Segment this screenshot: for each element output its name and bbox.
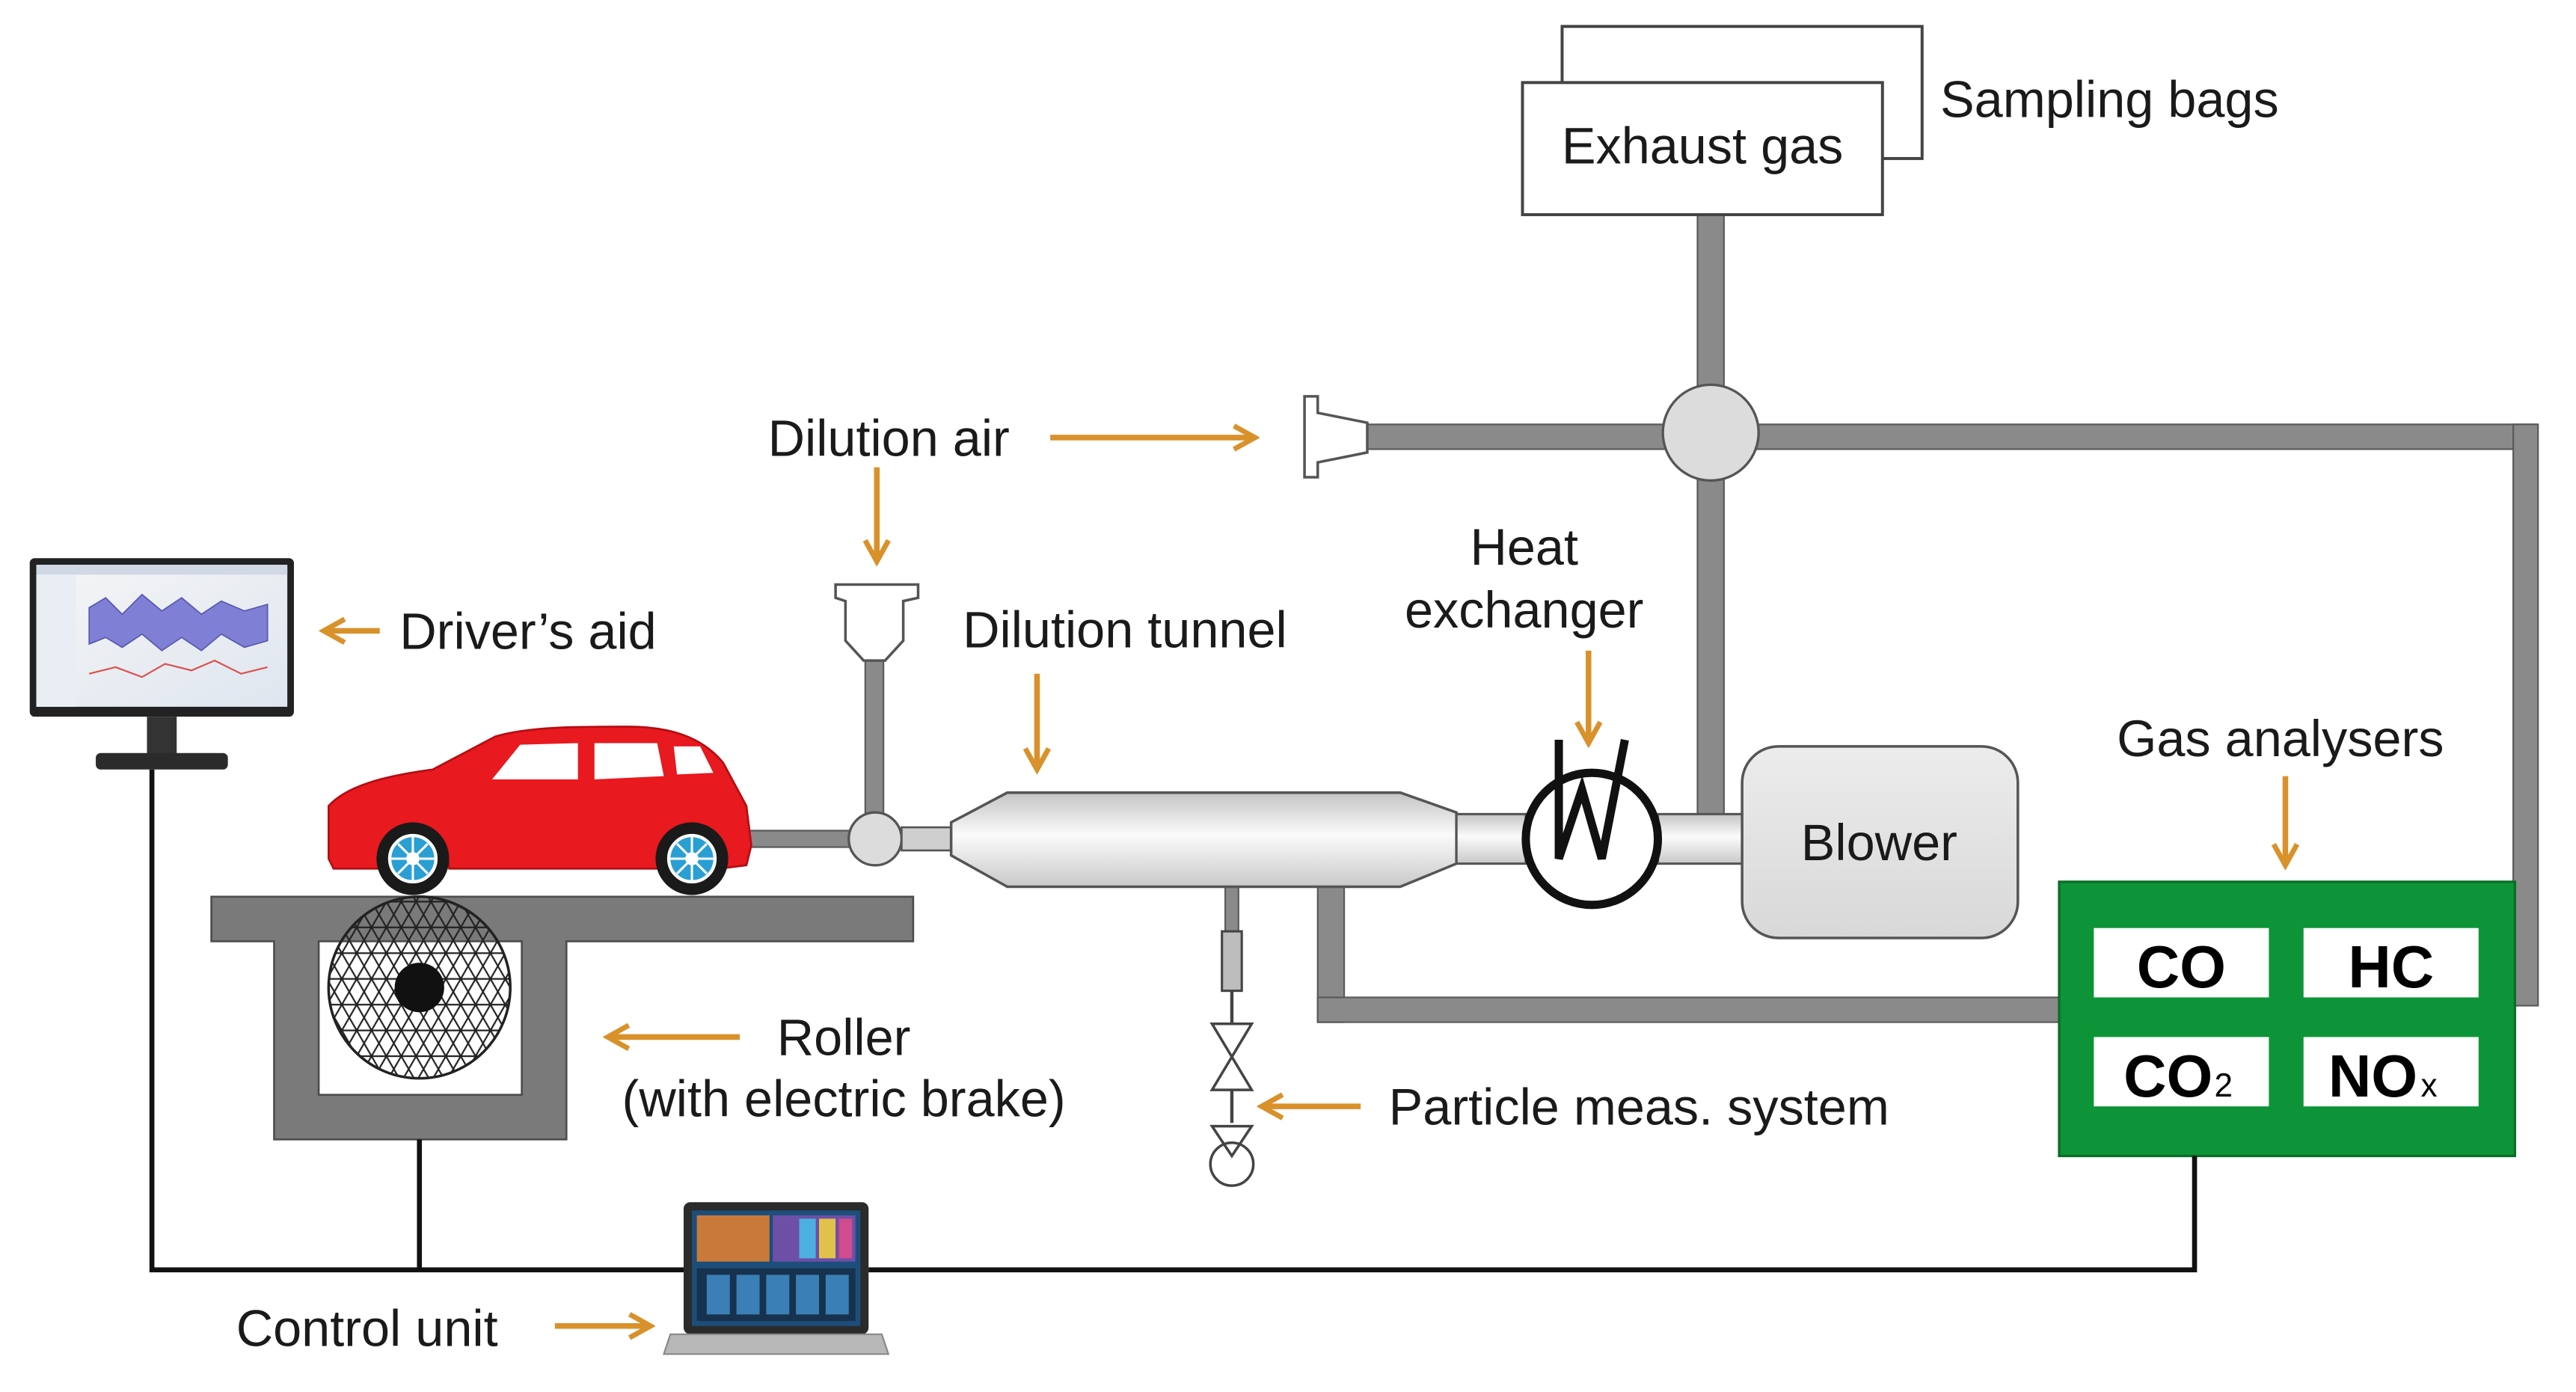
heat-exchanger-coil-icon xyxy=(1554,738,1629,860)
heat-exchanger xyxy=(1521,738,1745,910)
pipe-network xyxy=(745,213,2539,1023)
annotation-arrows xyxy=(324,438,2286,1326)
roller-label-1: Roller xyxy=(777,1009,911,1067)
car-window-front xyxy=(491,743,578,780)
car-window-rear xyxy=(594,743,664,780)
sample-pipe-right xyxy=(2512,423,2539,1007)
nox-main: NO xyxy=(2328,1043,2417,1109)
signal-wires xyxy=(149,769,2198,1273)
monitor-wire xyxy=(149,769,684,1273)
blower-label: Blower xyxy=(1801,814,1957,871)
tunnel-body xyxy=(949,791,1458,889)
dilution-tunnel xyxy=(901,791,1527,889)
co2-main: CO xyxy=(2123,1043,2212,1109)
bag-pipe-down xyxy=(1696,467,1725,817)
dilution-air-label: Dilution air xyxy=(768,409,1010,467)
drivers-aid-label: Driver’s aid xyxy=(399,603,656,660)
dilution-air-inlet-right xyxy=(1303,395,1369,479)
heat-exchanger-label-1: Heat xyxy=(1470,518,1578,576)
co-label: CO xyxy=(2137,933,2226,1000)
air-pipe-horizontal xyxy=(1366,423,1674,450)
roller-bed xyxy=(210,895,915,1141)
laptop-base xyxy=(662,1333,890,1355)
heat-exchanger-label-2: exchanger xyxy=(1405,581,1644,639)
analyser-wire xyxy=(868,1156,2198,1273)
co-analyser xyxy=(2094,928,2269,998)
hc-label: HC xyxy=(2348,933,2434,1000)
analyser-pipe-bottom xyxy=(1316,996,2062,1023)
control-unit-laptop xyxy=(662,1202,890,1355)
tunnel-inlet-stub xyxy=(901,826,952,852)
dilution-air-inlet-top xyxy=(834,583,920,662)
sampling-bags: Exhaust gas Sampling bags xyxy=(1521,25,2279,216)
dilution-pipe-vertical xyxy=(864,659,885,818)
particle-measurement-system xyxy=(1209,930,1255,1187)
particle-valve-icon xyxy=(1209,1022,1254,1091)
gas-analysers-label: Gas analysers xyxy=(2117,710,2444,767)
dilution-tunnel-label: Dilution tunnel xyxy=(963,601,1287,658)
exhaust-gas-label: Exhaust gas xyxy=(1562,117,1844,175)
co2-analyser xyxy=(2094,1037,2269,1107)
drivers-aid-monitor xyxy=(29,558,294,770)
monitor-graph-area xyxy=(88,593,269,651)
mixing-point xyxy=(847,811,904,867)
control-unit-label: Control unit xyxy=(236,1299,498,1357)
particle-pump-triangle xyxy=(1209,1124,1254,1159)
vehicle xyxy=(328,726,752,895)
nox-analyser xyxy=(2303,1037,2479,1107)
exhaust-gas-box xyxy=(1521,81,1884,216)
bag-pipe-vertical xyxy=(1696,213,1725,414)
particle-probe xyxy=(1224,886,1239,934)
particle-system-label: Particle meas. system xyxy=(1389,1078,1889,1135)
car-window-back xyxy=(673,746,714,775)
car-rear-wheel xyxy=(655,822,729,895)
particle-filter xyxy=(1221,930,1243,993)
sampling-bags-label: Sampling bags xyxy=(1940,71,2279,129)
nox-sub: x xyxy=(2420,1067,2437,1104)
blower-box xyxy=(1741,745,2020,939)
heat-exchanger-outlet xyxy=(1656,812,1745,865)
roller-label-2: (with electric brake) xyxy=(622,1070,1066,1127)
monitor-base xyxy=(96,752,228,770)
car-front-wheel xyxy=(376,822,450,895)
hc-analyser xyxy=(2303,928,2479,998)
tunnel-outlet xyxy=(1455,812,1527,865)
particle-pump-icon xyxy=(1209,1141,1255,1187)
monitor-stand xyxy=(147,717,177,757)
pipe-junction xyxy=(1661,383,1760,482)
roller-hub xyxy=(394,963,444,1013)
co2-sub: 2 xyxy=(2215,1067,2233,1104)
sample-pipe-top xyxy=(1749,423,2538,450)
gas-analysers-box xyxy=(2058,880,2516,1158)
